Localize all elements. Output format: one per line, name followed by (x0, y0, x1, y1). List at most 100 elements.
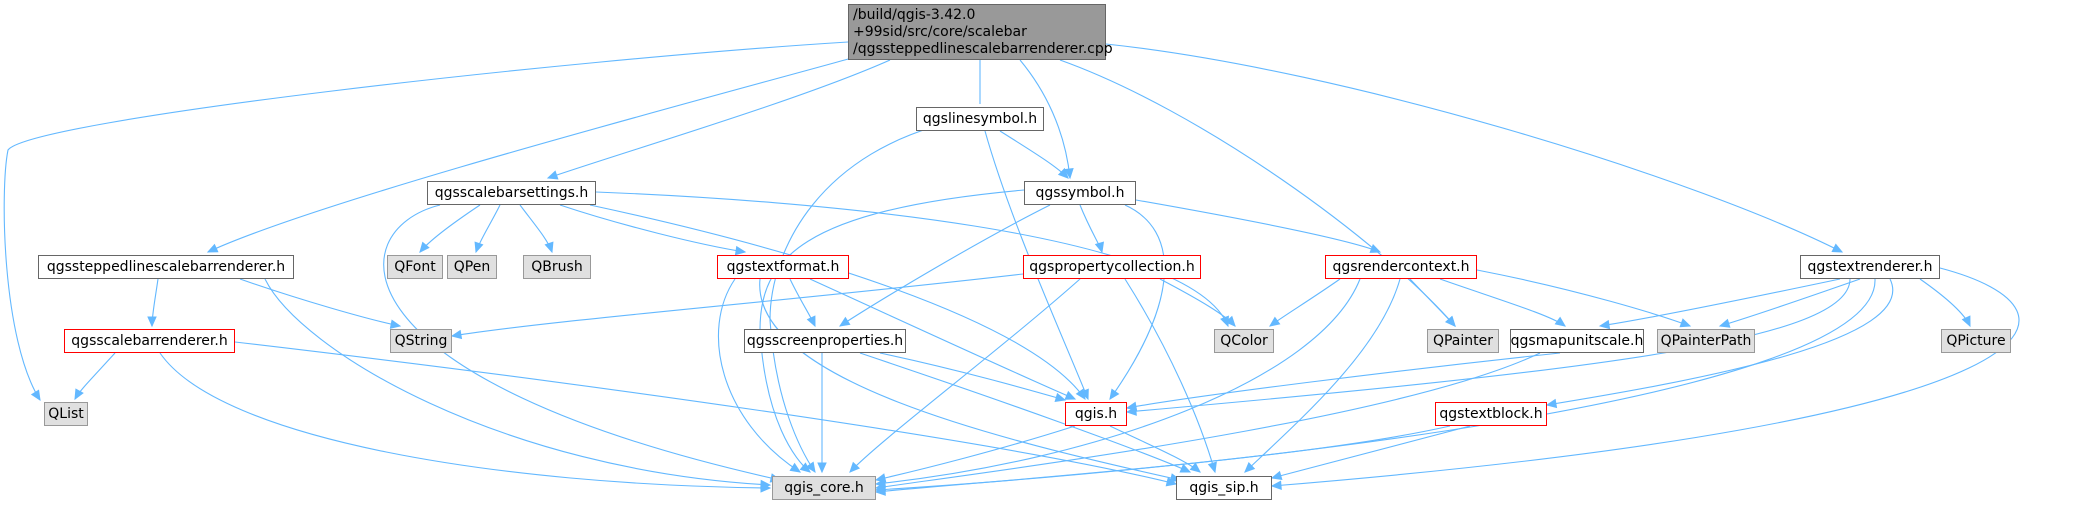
arrowhead-scalebarrenderer-qlist (74, 388, 84, 401)
edge-root-qlist (3, 41, 849, 401)
node-qpicture[interactable]: QPicture (1941, 329, 2011, 353)
arrowhead-propertycollection-qstring (450, 329, 463, 340)
edge-propertycollection-qgis_core (849, 278, 1081, 473)
node-qgis[interactable]: qgis.h (1065, 402, 1127, 426)
node-qpainter[interactable]: QPainter (1427, 329, 1499, 353)
node-qgsrendercontext[interactable]: qgsrendercontext.h (1325, 255, 1477, 279)
arrowhead-textblock-qgis_core (874, 486, 886, 496)
node-qbrush[interactable]: QBrush (523, 255, 591, 279)
edge-root-qgsscalebarsettings (547, 59, 891, 179)
node-qstring[interactable]: QString (390, 329, 452, 353)
node-qgstextformat[interactable]: qgstextformat.h (717, 255, 849, 279)
root-path-line-3: /qgssteppedlinescalebarrenderer.cpp (853, 41, 1113, 57)
edge-linesymbol-qgis_core (769, 119, 961, 473)
node-qfont[interactable]: QFont (387, 255, 443, 279)
node-qpainterpath[interactable]: QPainterPath (1657, 329, 1755, 353)
edge-textrenderer-qpainterpath (1719, 278, 1861, 327)
edge-mapunitscale-qgis (1126, 352, 1561, 409)
arrowhead-linesymbol-qgssymbol (1057, 167, 1069, 179)
edge-root-qgstextrenderer (1105, 43, 1843, 253)
arrowhead-textblock-qgis_sip (1270, 470, 1283, 481)
edge-rendercontext-qpainter (1409, 278, 1456, 327)
edge-propertycollection-qstring (451, 273, 1024, 337)
edge-steppedlinerenderer-qstring (239, 278, 401, 327)
node-qcolor[interactable]: QColor (1214, 329, 1274, 353)
node-qgstextrenderer[interactable]: qgstextrenderer.h (1800, 255, 1940, 279)
edge-scalebarsettings-qcolor (595, 191, 1229, 327)
edge-qgssymbol-qgsscreenproperties (839, 204, 1051, 327)
arrowhead-rendercontext-qcolor (1269, 316, 1281, 327)
node-qlist[interactable]: QList (44, 402, 88, 426)
arrowhead-textrenderer-qpicture (1961, 315, 1971, 328)
arrowhead-textrenderer-qgstextblock (1545, 398, 1558, 409)
edge-qgssymbol-qgis (1109, 204, 1165, 400)
arrowhead-rendercontext-qpainterpath (1679, 318, 1692, 328)
edge-screenproperties-qgis_sip (859, 352, 1191, 473)
arrowhead-scalebarsettings-qgis (1075, 388, 1086, 401)
edge-textformat-qgis (809, 278, 1076, 400)
node-qgsscreenproperties[interactable]: qgsscreenproperties.h (744, 329, 906, 353)
node-qgsmapunitscale[interactable]: qgsmapunitscale.h (1510, 329, 1644, 353)
arrowhead-scalebarsettings-qpen (474, 241, 484, 254)
arrowhead-scalebarsettings-qgstextformat (734, 245, 747, 256)
arrowhead-textrenderer-qgsmapunitscale (1598, 319, 1611, 330)
root-path-line-1: /build/qgis-3.42.0 (853, 7, 976, 23)
arrowhead-rendercontext-qgsmapunitscale (1554, 316, 1566, 327)
edge-rendercontext-qgsmapunitscale (1439, 278, 1566, 327)
arrowhead-scalebarsettings-qbrush (544, 241, 554, 254)
edge-propertycollection-qgis_sip (1124, 278, 1216, 473)
edge-scalebarsettings-qgis_core (383, 204, 781, 481)
arrowhead-rendercontext-qpainter (1445, 315, 1456, 327)
arrowhead-propertycollection-qgis_sip (1207, 461, 1217, 474)
edge-rendercontext-qcolor (1269, 278, 1341, 327)
node-qgsscalebarrenderer[interactable]: qgsscalebarrenderer.h (64, 329, 235, 353)
node-qgstextblock[interactable]: qgstextblock.h (1435, 402, 1547, 426)
arrowhead-scalebarrenderer-qgis_core (760, 483, 772, 493)
edge-scalebarrenderer-qgis_sip (234, 341, 1177, 485)
node-qpen[interactable]: QPen (447, 255, 497, 279)
edge-mapunitscale-qgis_core (875, 352, 1541, 489)
edge-scalebarrenderer-qgis_core (159, 352, 771, 489)
node-qgspropertycollection[interactable]: qgspropertycollection.h (1023, 255, 1201, 279)
node-qgsscalebarsettings[interactable]: qgsscalebarsettings.h (427, 181, 596, 205)
arrowhead-root-qgsscalebarsettings (546, 170, 559, 180)
arrowhead-qgssymbol-qgsrendercontext (1369, 243, 1382, 253)
arrowhead-textformat-qgis_core (789, 462, 802, 473)
arrowhead-root-qgssymbol (1064, 168, 1074, 180)
arrowhead-qgssymbol-qgsscreenproperties (838, 316, 851, 327)
arrowhead-qgis-qgis_core (874, 473, 887, 483)
edge-qgssymbol-qgsrendercontext (1135, 199, 1381, 253)
edge-textrenderer-qgstextblock (1546, 278, 1894, 406)
arrowhead-scalebarsettings-qfont (419, 241, 430, 253)
edge-rendercontext-qpainterpath (1476, 269, 1691, 327)
arrowhead-qgssymbol-qgspropertycollection (1094, 241, 1105, 254)
node-qgis-sip[interactable]: qgis_sip.h (1176, 476, 1272, 500)
node-qgslinesymbol[interactable]: qgslinesymbol.h (916, 107, 1044, 131)
arrowhead-textformat-qgsscreenproperties (806, 315, 816, 328)
arrowhead-screenproperties-qgis_sip (1179, 463, 1192, 473)
arrowhead-propertycollection-qcolor (1225, 315, 1236, 327)
edge-textblock-qgis_core (875, 425, 1451, 493)
edge-scalebarsettings-qgis (589, 204, 1086, 400)
root-file-node[interactable]: /build/qgis-3.42.0 +99sid/src/core/scale… (848, 4, 1113, 60)
edge-textblock-qgis_sip (1271, 425, 1471, 479)
node-qgis-core[interactable]: qgis_core.h (772, 476, 876, 500)
edge-textrenderer-qgsmapunitscale (1599, 278, 1841, 327)
root-path-line-2: +99sid/src/core/scalebar (853, 24, 1027, 40)
arrowhead-propertycollection-qgis_core (849, 461, 861, 473)
edge-screenproperties-qgis (879, 352, 1066, 401)
edge-rendercontext-qgis_core (875, 278, 1361, 485)
edge-linesymbol-qgssymbol (999, 130, 1069, 179)
edge-textformat-qgis_core (717, 278, 801, 473)
edge-rendercontext-qgis_sip (1244, 278, 1401, 473)
arrowhead-qgis-qgis_sip (1189, 462, 1201, 473)
arrowhead-textrenderer-qpainterpath (1718, 318, 1731, 328)
arrowhead-root-qgstextrenderer (1831, 243, 1844, 253)
arrowhead-steppedlinerenderer-qgsscalebarrenderer (147, 316, 157, 328)
arrowhead-root-qlist (30, 389, 41, 402)
node-qgssymbol[interactable]: qgssymbol.h (1024, 181, 1136, 205)
edge-qgis-qgis_core (875, 425, 1076, 481)
node-qgssteppedlinescalebarrenderer[interactable]: qgssteppedlinescalebarrenderer.h (38, 255, 294, 279)
